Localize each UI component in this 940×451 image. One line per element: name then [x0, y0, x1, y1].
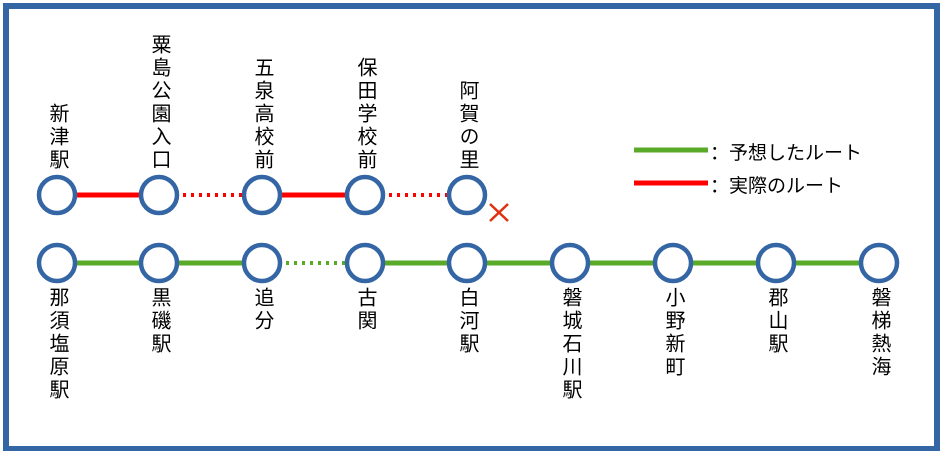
station-marker	[36, 242, 78, 284]
station-label: 新津駅	[46, 103, 70, 172]
station-marker	[344, 242, 386, 284]
station-marker	[138, 242, 180, 284]
station-label: 那須塩原駅	[46, 287, 70, 402]
station-label: 郡山駅	[765, 287, 789, 356]
station-marker	[344, 174, 386, 216]
station-label: 白河駅	[456, 287, 480, 356]
station-marker	[138, 174, 180, 216]
legend-label: ：予想したルート	[710, 142, 863, 164]
station-label: 保田学校前	[354, 57, 378, 172]
station-label: 粟島公園入口	[148, 34, 172, 172]
diagram-frame	[3, 3, 940, 451]
station-marker	[36, 174, 78, 216]
station-marker	[241, 242, 283, 284]
station-label: 磐梯熱海	[868, 287, 892, 379]
station-marker	[652, 242, 694, 284]
cross-icon	[489, 203, 509, 222]
station-marker	[858, 242, 900, 284]
legend-label: ：実際のルート	[710, 175, 844, 197]
station-label: 磐城石川駅	[559, 287, 583, 402]
station-marker	[446, 174, 488, 216]
station-label: 阿賀の里	[456, 80, 480, 172]
station-label: 小野新町	[662, 287, 686, 379]
station-label: 黒磯駅	[148, 287, 172, 356]
station-marker	[241, 174, 283, 216]
station-marker	[755, 242, 797, 284]
station-marker	[549, 242, 591, 284]
station-label: 追分	[251, 287, 275, 333]
station-marker	[446, 242, 488, 284]
station-label: 五泉高校前	[251, 57, 275, 172]
station-label: 古関	[354, 287, 378, 333]
